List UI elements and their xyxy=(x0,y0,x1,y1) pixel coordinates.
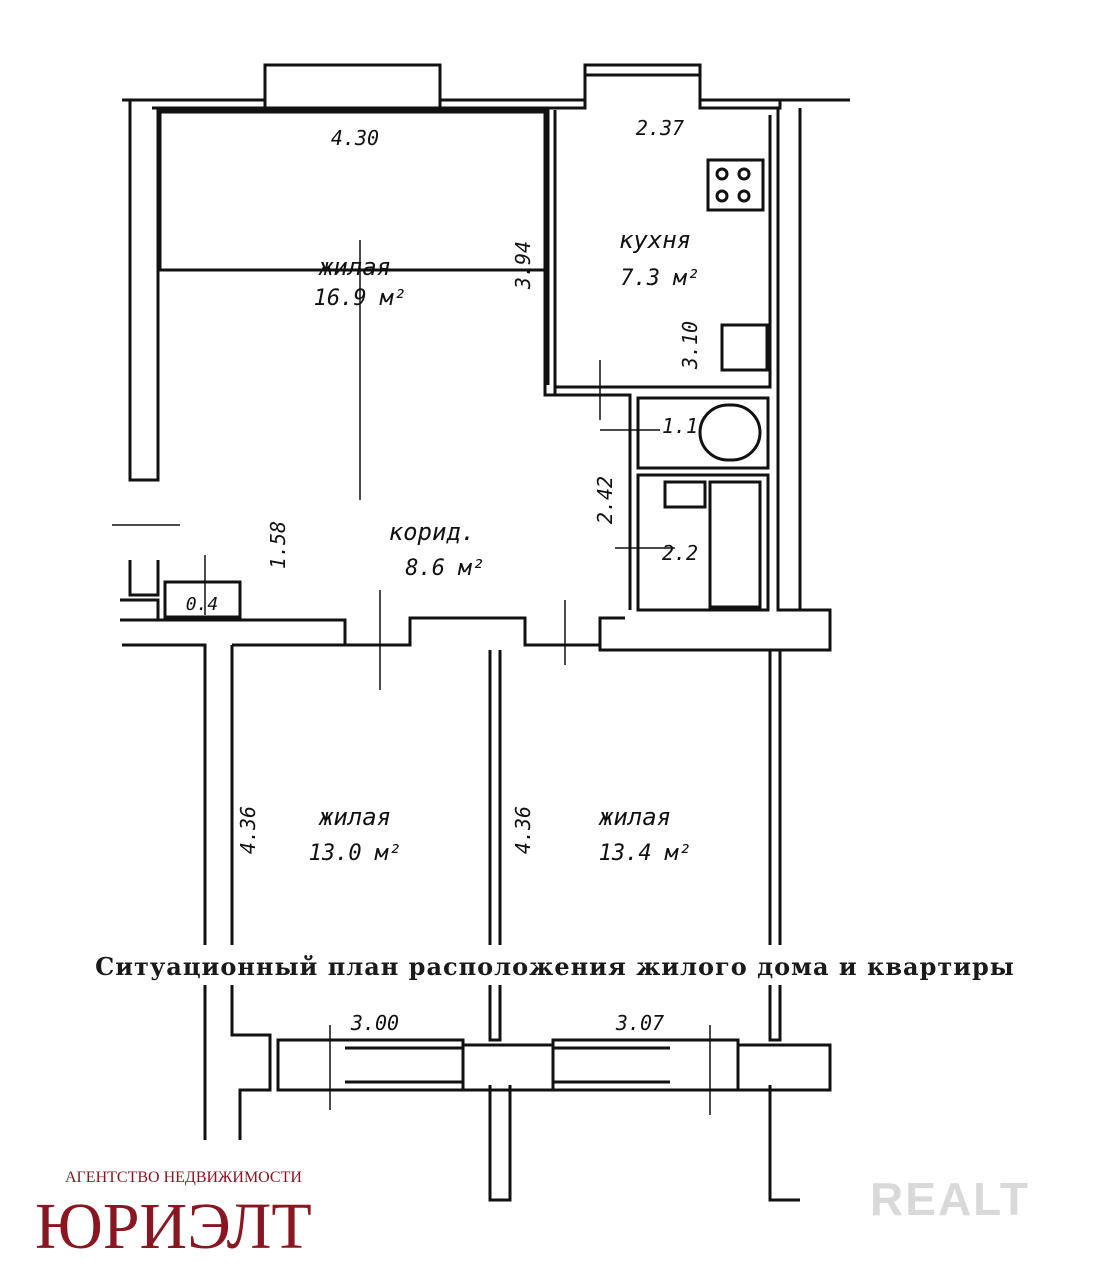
kitchen-area: 7.3 м² xyxy=(620,266,699,291)
living3-height-label: 4.36 xyxy=(511,806,535,854)
kitchen-height-label: 3.10 xyxy=(678,321,702,370)
corridor-label: корид. xyxy=(389,518,476,546)
living3-area: 13.4 м² xyxy=(599,841,692,866)
living3-width-label: 3.07 xyxy=(615,1011,664,1035)
agency-name: ЮРИЭЛТ xyxy=(35,1190,312,1263)
corridor-height-label: 1.58 xyxy=(266,521,290,569)
walls xyxy=(112,63,850,1202)
closet-area: 0.4 xyxy=(186,594,219,615)
living2-width-label: 3.00 xyxy=(350,1011,399,1035)
living3-label: жилая xyxy=(598,803,671,831)
living1-width-label: 4.30 xyxy=(331,126,379,150)
realt-watermark: REALT xyxy=(870,1173,1030,1225)
living1-area: 16.9 м² xyxy=(314,286,407,311)
bath-area: 1.1 xyxy=(662,414,698,438)
kitchen-label: кухня xyxy=(619,226,691,254)
agency-subtitle: АГЕНТСТВО НЕДВИЖИМОСТИ xyxy=(65,1169,302,1186)
living2-label: жилая xyxy=(318,803,391,831)
living1-height-label: 3.94 xyxy=(511,241,535,290)
toilet-height-label: 2.42 xyxy=(593,476,617,524)
living2-area: 13.0 м² xyxy=(309,841,402,866)
toilet-area: 2.2 xyxy=(662,541,698,565)
living1-label: жилая xyxy=(318,253,391,281)
corridor-area: 8.6 м² xyxy=(405,556,484,581)
living2-height-label: 4.36 xyxy=(236,806,260,854)
plan-caption: Ситуационный план расположения жилого до… xyxy=(95,952,1015,981)
kitchen-width-label: 2.37 xyxy=(636,116,684,140)
